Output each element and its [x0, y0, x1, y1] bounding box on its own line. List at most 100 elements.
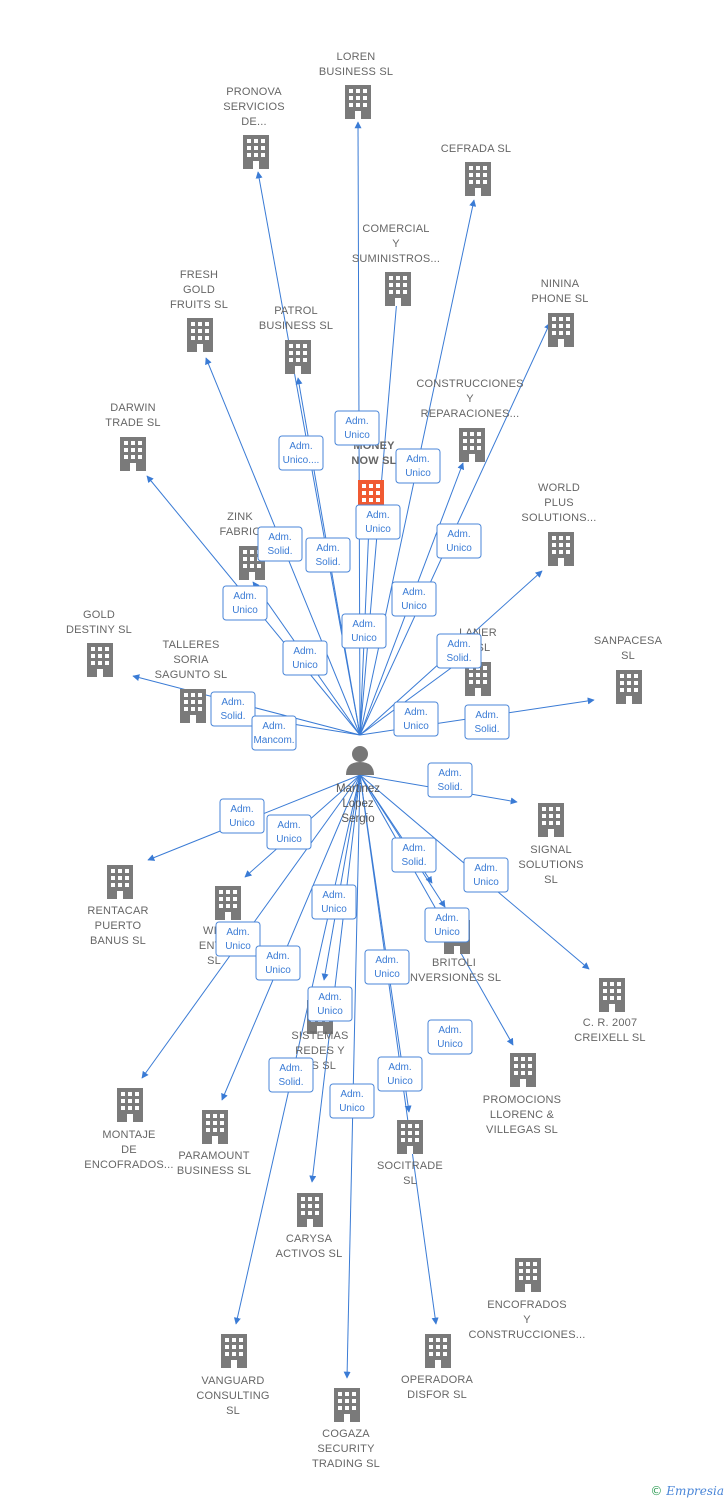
role-badge-rentacar[interactable]: Adm.Unico	[219, 798, 265, 834]
company-label-line: TRADE SL	[105, 417, 160, 429]
company-label-line: SIGNAL	[530, 844, 572, 856]
role-badge-signal[interactable]: Adm.Solid.	[427, 762, 473, 798]
role-badge-text: Adm.	[402, 587, 425, 598]
role-badge-box	[364, 949, 410, 985]
company-label-line: Y	[523, 1314, 531, 1326]
footer-brand[interactable]: © Empresia	[650, 1484, 724, 1498]
company-node-gold[interactable]: GOLD DESTINY SL	[66, 609, 132, 677]
role-badge-box	[436, 633, 482, 669]
role-badge-money[interactable]: Adm. Unico	[355, 504, 401, 540]
company-label-line: ENCOFRADOS...	[84, 1159, 173, 1171]
role-badge-text: Unico	[265, 965, 291, 976]
role-badge-text: Unico	[365, 524, 391, 535]
role-badge-darwin[interactable]: Adm.Unico	[222, 585, 268, 621]
company-label-line: TALLERES	[162, 639, 219, 651]
role-badge-pronova[interactable]: Adm.Solid.	[305, 537, 351, 573]
company-node-construcciones[interactable]: CONSTRUCCIONESYREPARACIONES...	[416, 378, 523, 462]
role-badge-text: Adm.	[447, 639, 470, 650]
company-label-line: C. R. 2007	[583, 1017, 638, 1029]
company-node-world[interactable]: WORLDPLUSSOLUTIONS...	[521, 482, 596, 566]
role-badge-box	[222, 585, 268, 621]
role-badge-text: Solid.	[315, 557, 340, 568]
role-badge-britoli[interactable]: Adm.Solid.	[391, 837, 437, 873]
role-badge-text: Adm.	[322, 890, 345, 901]
role-badge-gold[interactable]: Adm.Mancom.	[251, 715, 297, 751]
company-node-cefrada[interactable]: CEFRADA SL	[441, 143, 511, 196]
role-badge-text: Unico	[403, 721, 429, 732]
role-badge-text: Solid.	[278, 1077, 303, 1088]
role-badge-zink[interactable]: Adm.Solid.	[257, 526, 303, 562]
role-badge-text: Adm.	[262, 721, 285, 732]
center-label-line: Martinez	[336, 783, 380, 795]
role-badge-construcciones[interactable]: Adm.Unico	[391, 581, 437, 617]
role-badge-ninina[interactable]: Adm.Unico	[436, 523, 482, 559]
role-badge-text: Adm.	[474, 863, 497, 874]
role-badge-box	[463, 857, 509, 893]
role-badge-box	[334, 410, 380, 446]
company-label-line: DISFOR SL	[407, 1389, 467, 1401]
role-badge-box	[341, 613, 387, 649]
role-badge-box	[307, 986, 353, 1022]
role-badge-talleres[interactable]: Adm.Solid.	[210, 691, 256, 727]
role-badge-text: Unico....	[283, 455, 320, 466]
role-badge-patrol[interactable]: Adm.Unico....	[278, 435, 324, 471]
company-label-line: ZINK	[227, 511, 253, 523]
building-icon	[538, 803, 564, 837]
role-badge-cefrada[interactable]: Adm.Unico	[395, 448, 441, 484]
role-badge-creixell[interactable]: Adm.Unico	[463, 857, 509, 893]
role-badge-carysa[interactable]: Adm.Unico	[307, 986, 353, 1022]
role-badge-comercial[interactable]: Adm.Unico	[341, 613, 387, 649]
company-node-comercial[interactable]: COMERCIALYSUMINISTROS...	[352, 223, 440, 306]
role-badge-britoli2[interactable]: Adm.Unico	[424, 907, 470, 943]
role-badge-fresh[interactable]: Adm.Unico	[282, 640, 328, 676]
role-badge-montaje[interactable]: Adm.Unico	[215, 921, 261, 957]
role-badge-text: Unico	[374, 969, 400, 980]
role-badge-promocions[interactable]: Adm.Unico	[427, 1019, 473, 1055]
role-badge-world[interactable]: Adm.Unico	[393, 701, 439, 737]
role-badge-laner[interactable]: Adm.Solid.	[436, 633, 482, 669]
role-badge-sanpacesa[interactable]: Adm.Solid.	[464, 704, 510, 740]
company-label-line: SUMINISTROS...	[352, 253, 440, 265]
role-badge-box	[391, 581, 437, 617]
role-badge-box	[395, 448, 441, 484]
company-node-pronova[interactable]: PRONOVASERVICIOSDE...	[223, 86, 285, 169]
role-badge-sistemas[interactable]: Adm.Unico	[311, 884, 357, 920]
role-badge-text: Adm.	[366, 510, 389, 521]
role-badge-box	[278, 435, 324, 471]
role-badge-loren[interactable]: Adm.Unico	[334, 410, 380, 446]
company-node-encofrados[interactable]: ENCOFRADOSYCONSTRUCCIONES...	[468, 1258, 585, 1341]
company-label-line: DESTINY SL	[66, 624, 132, 636]
role-badge-box	[391, 837, 437, 873]
role-badge-paramount[interactable]: Adm.Unico	[255, 945, 301, 981]
role-badge-box	[464, 704, 510, 740]
role-badge-win[interactable]: Adm.Unico	[266, 814, 312, 850]
role-badge-operadora[interactable]: Adm.Unico	[377, 1056, 423, 1092]
company-label-line: GOLD	[83, 609, 115, 621]
building-icon	[297, 1193, 323, 1227]
company-label-line: Y	[466, 393, 474, 405]
center-person[interactable]: Martinez Lopez Sergio	[336, 746, 380, 825]
role-badge-vanguard[interactable]: Adm.Solid.	[268, 1057, 314, 1093]
role-badge-cogaza[interactable]: Adm.Unico	[329, 1083, 375, 1119]
company-node-montaje[interactable]: MONTAJEDEENCOFRADOS...	[84, 1088, 173, 1171]
role-badge-socitrade[interactable]: Adm.Unico	[364, 949, 410, 985]
